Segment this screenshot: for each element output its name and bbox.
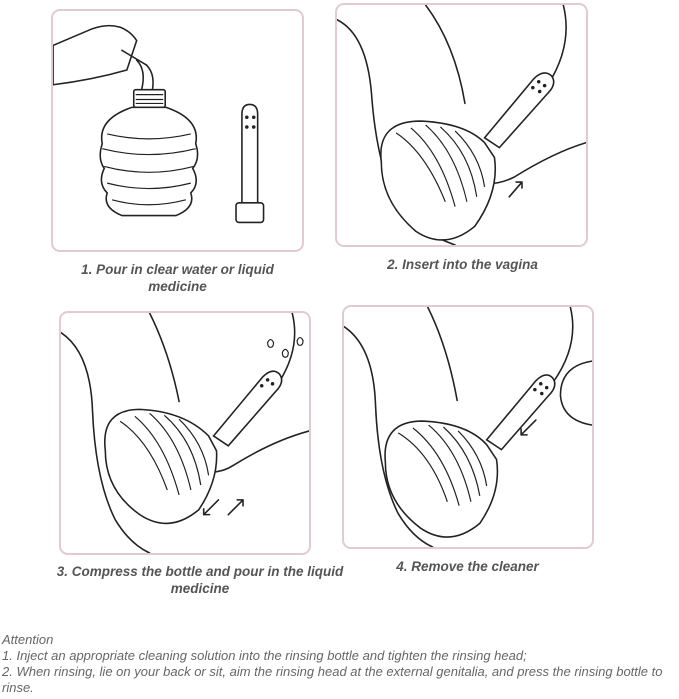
pour-liquid-illustration <box>53 11 302 250</box>
attention-title: Attention <box>2 632 677 648</box>
remove-illustration <box>344 307 592 547</box>
attention-notes: Attention 1. Inject an appropriate clean… <box>2 632 677 696</box>
step-2-illustration-panel <box>335 3 588 247</box>
step-3-caption: 3. Compress the bottle and pour in the l… <box>55 563 345 597</box>
compress-illustration <box>61 313 309 553</box>
step-2-caption: 2. Insert into the vagina <box>340 256 585 273</box>
insert-illustration <box>337 5 586 245</box>
step-4-illustration-panel <box>342 305 594 549</box>
attention-line-1: 1. Inject an appropriate cleaning soluti… <box>2 648 677 664</box>
step-3-illustration-panel <box>59 311 311 555</box>
step-1-caption: 1. Pour in clear water or liquid medicin… <box>55 261 300 295</box>
attention-line-2: 2. When rinsing, lie on your back or sit… <box>2 664 677 696</box>
step-1-illustration-panel <box>51 9 304 252</box>
step-4-caption: 4. Remove the cleaner <box>340 558 595 575</box>
